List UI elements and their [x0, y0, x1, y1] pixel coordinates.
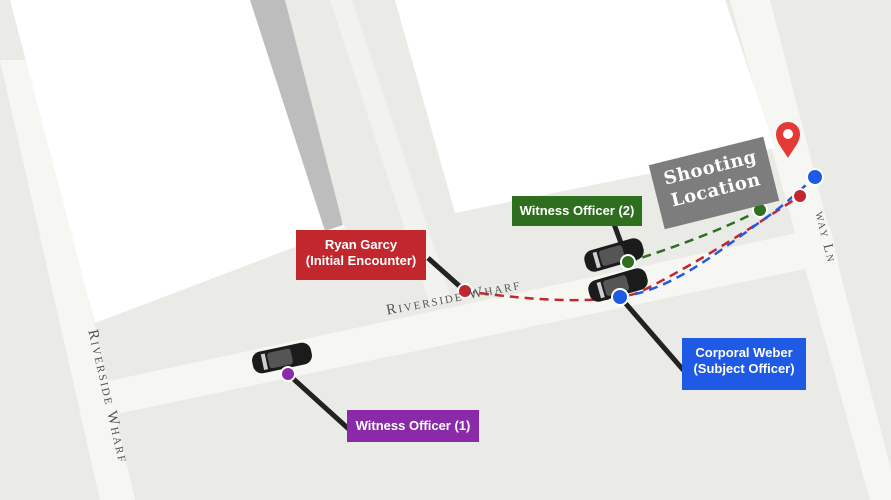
marker-ryan-garcy-initial [457, 283, 473, 299]
marker-corporal-weber [611, 288, 629, 306]
leader-ryan-garcy [426, 256, 467, 293]
leader-corporal-weber [618, 295, 687, 374]
label-ryan-garcy-note: (Initial Encounter) [305, 253, 417, 269]
label-witness-officer-2-text: Witness Officer (2) [519, 203, 635, 218]
marker-witness-officer-2 [620, 254, 636, 270]
patrol-car-icon [252, 342, 312, 374]
marker-witness-officer-1 [280, 366, 296, 382]
label-corporal-weber: Corporal Weber (Subject Officer) [682, 338, 806, 390]
label-corporal-weber-note: (Subject Officer) [693, 361, 795, 377]
label-witness-officer-1-text: Witness Officer (1) [355, 418, 471, 433]
label-witness-officer-2: Witness Officer (2) [512, 196, 642, 226]
marker-corporal-weber-end [806, 168, 824, 186]
location-pin-icon [776, 122, 800, 158]
patrol-car-icon [584, 238, 644, 272]
path-corporal-weber [619, 176, 816, 299]
alley [330, 0, 452, 305]
path-ryan-garcy [464, 194, 801, 302]
label-ryan-garcy: Ryan Garcy (Initial Encounter) [296, 230, 426, 280]
leader-witness-officer-1 [286, 372, 354, 434]
label-ryan-garcy-name: Ryan Garcy [324, 237, 398, 252]
label-witness-officer-1: Witness Officer (1) [347, 410, 479, 442]
label-corporal-weber-name: Corporal Weber [695, 345, 793, 360]
marker-ryan-garcy-end [792, 188, 808, 204]
building-left [10, 0, 345, 323]
building-shadow [250, 0, 343, 231]
road-way-ln [730, 0, 891, 500]
path-witness-officer-2 [627, 208, 761, 264]
